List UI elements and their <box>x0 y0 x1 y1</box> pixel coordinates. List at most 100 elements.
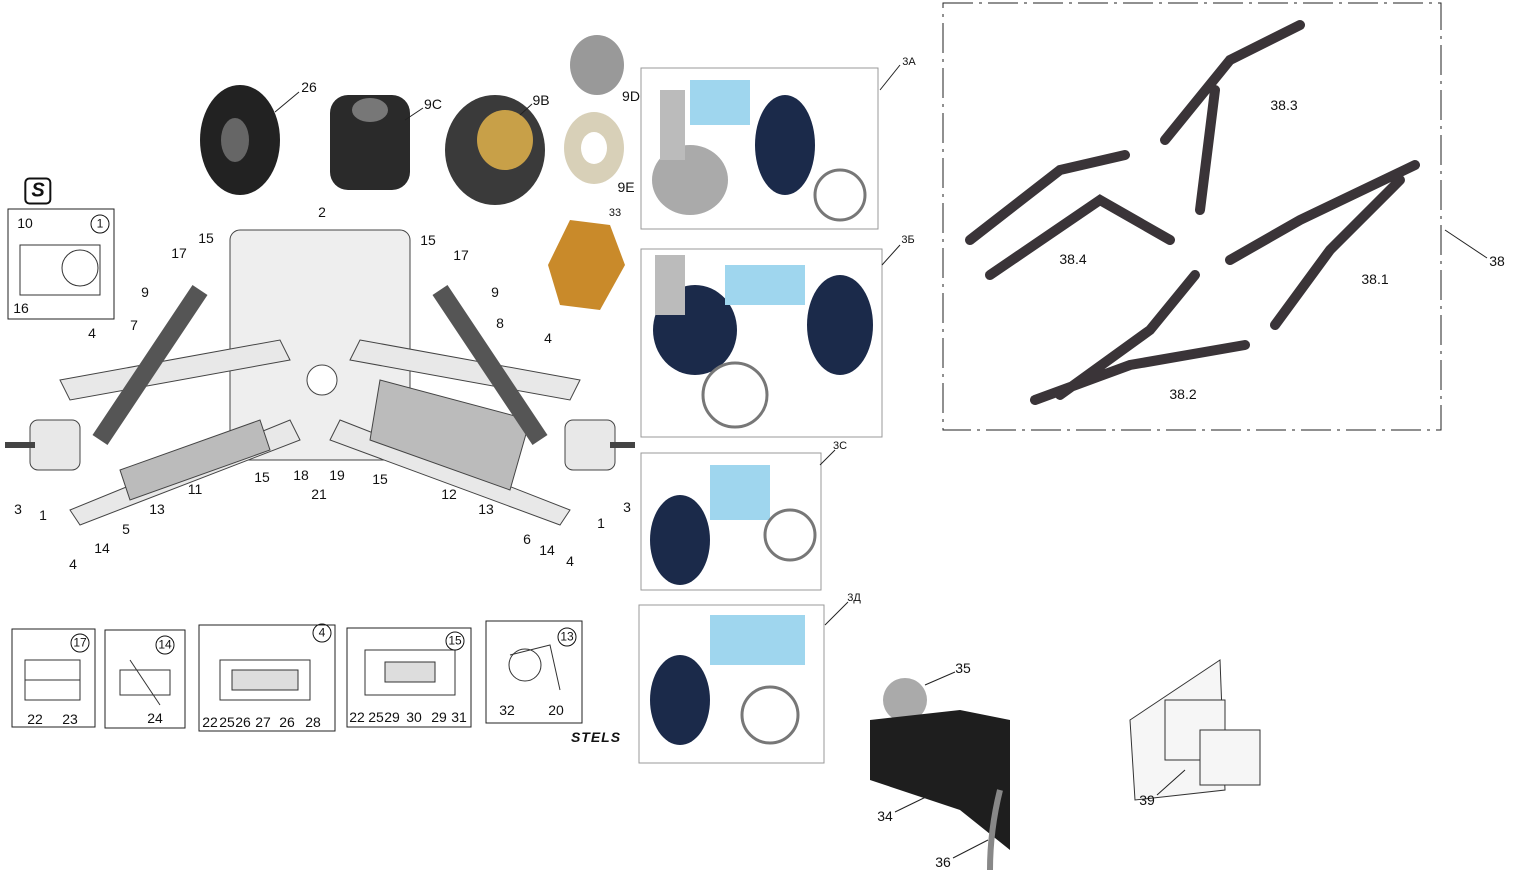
inset-ref-4: 4 <box>312 623 332 643</box>
leader-lines <box>274 64 1488 859</box>
callout-9D: 9D <box>622 88 640 104</box>
cv-kit-3d-box <box>638 604 825 764</box>
callout-35: 35 <box>955 660 971 676</box>
inset-callout-25: 25 <box>219 714 235 730</box>
callout-4: 4 <box>88 325 96 341</box>
inset-callout-20: 20 <box>548 702 564 718</box>
inset-ref-13: 13 <box>557 627 577 647</box>
callout-17: 17 <box>171 245 187 261</box>
callout-26: 26 <box>301 79 317 95</box>
callout-3: 3 <box>623 499 631 515</box>
callout-34: 34 <box>877 808 893 824</box>
callout-9B: 9B <box>532 92 550 108</box>
receiver-39 <box>1129 659 1261 801</box>
inset-4-box <box>198 624 336 732</box>
inset-callout-30: 30 <box>406 709 422 725</box>
callout-4: 4 <box>544 330 552 346</box>
cv-kit-3a-box <box>640 67 879 230</box>
hitch-mount-34 <box>870 710 1010 850</box>
callout-21: 21 <box>311 486 327 502</box>
inset-callout-23: 23 <box>62 711 78 727</box>
callout-33: 33 <box>608 207 622 219</box>
inset-callout-31: 31 <box>451 709 467 725</box>
inset-callout-22: 22 <box>27 711 43 727</box>
inset-callout-25: 25 <box>368 709 384 725</box>
callout-18: 18 <box>293 467 309 483</box>
callout-38-1: 38.1 <box>1361 271 1389 287</box>
brand-mark-logo: S <box>24 177 52 205</box>
inset-15-box <box>346 627 472 728</box>
callout-4: 4 <box>566 553 574 569</box>
callout-15: 15 <box>420 232 436 248</box>
callout-10: 10 <box>17 215 33 231</box>
upper-a-arm-right <box>349 339 581 401</box>
callout-12: 12 <box>441 486 457 502</box>
callout-7: 7 <box>130 317 138 333</box>
cv-kit-3c-box <box>640 452 822 591</box>
inset-ref-17: 17 <box>70 633 90 653</box>
cv-kit-parts <box>650 80 873 745</box>
callout-4: 4 <box>69 556 77 572</box>
inset-13-box <box>485 620 583 724</box>
callout-16: 16 <box>13 300 29 316</box>
brand-name-logo: STELS <box>570 729 622 745</box>
callout-3Д: 3Д <box>847 592 861 604</box>
callout-3Б: 3Б <box>901 234 915 246</box>
callout-15: 15 <box>198 230 214 246</box>
inset-callout-29: 29 <box>384 709 400 725</box>
a-arm-38-1 <box>1225 160 1420 330</box>
inset-callout-29: 29 <box>431 709 447 725</box>
inset-callout-27: 27 <box>255 714 271 730</box>
skid-plate-left <box>119 419 271 501</box>
hub-right <box>564 419 616 471</box>
callout-5: 5 <box>122 521 130 537</box>
callout-1: 1 <box>597 515 605 531</box>
a-arm-38-2 <box>1030 270 1250 405</box>
shock-left <box>92 285 208 445</box>
bushing-9c <box>330 95 410 190</box>
callout-36: 36 <box>935 854 951 870</box>
inset-callout-28: 28 <box>305 714 321 730</box>
front-suspension-assembly <box>5 229 635 526</box>
a-arm-photos <box>965 20 1420 405</box>
inset-callout-24: 24 <box>147 710 163 726</box>
pin-36 <box>987 789 1003 871</box>
callout-19: 19 <box>329 467 345 483</box>
callout-14: 14 <box>94 540 110 556</box>
inset-ref-14: 14 <box>155 635 175 655</box>
callout-38-2: 38.2 <box>1169 386 1197 402</box>
cv-kit-3b-box <box>640 248 883 438</box>
a-arm-38-3 <box>1160 20 1305 215</box>
bushing-9d <box>570 35 624 95</box>
callout-38-4: 38.4 <box>1059 251 1087 267</box>
inset-callout-26: 26 <box>235 714 251 730</box>
castle-nut-33 <box>548 220 625 310</box>
inset-callout-32: 32 <box>499 702 515 718</box>
inset-callout-22: 22 <box>349 709 365 725</box>
callout-8: 8 <box>496 315 504 331</box>
callout-2: 2 <box>318 204 326 220</box>
callout-6: 6 <box>523 531 531 547</box>
callout-13: 13 <box>478 501 494 517</box>
inset-14-box <box>104 629 186 729</box>
callout-9C: 9C <box>424 96 442 112</box>
callout-15: 15 <box>254 469 270 485</box>
callout-9E: 9E <box>617 179 635 195</box>
shock-right <box>432 285 548 445</box>
callout-9: 9 <box>141 284 149 300</box>
a-arm-set-box <box>942 2 1442 431</box>
callout-14: 14 <box>539 542 555 558</box>
callout-1: 1 <box>39 507 47 523</box>
callout-11: 11 <box>187 481 203 497</box>
callout-39: 39 <box>1139 792 1155 808</box>
upper-a-arm-left <box>59 339 291 401</box>
a-arm-38-4 <box>965 150 1175 280</box>
callout-38: 38 <box>1489 253 1505 269</box>
inset-sketches <box>19 244 561 706</box>
callout-9: 9 <box>491 284 499 300</box>
callout-3A: 3A <box>902 56 916 68</box>
callout-3C: 3C <box>832 440 848 452</box>
hub-left <box>29 419 81 471</box>
callout-1: 1 <box>90 214 110 234</box>
